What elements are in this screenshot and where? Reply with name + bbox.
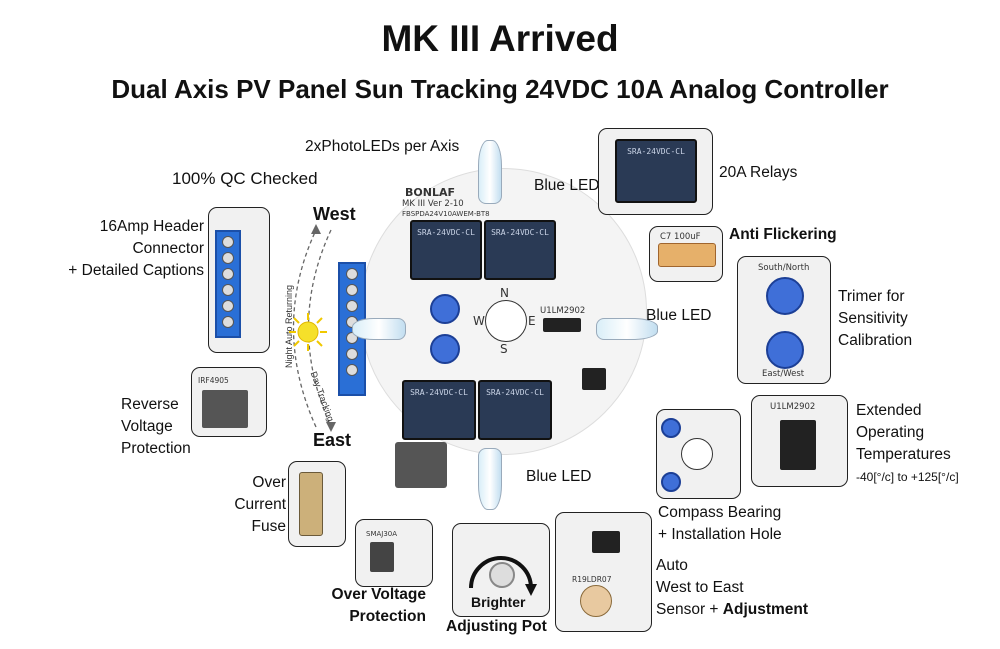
- board-brand: BONLAF: [405, 186, 455, 199]
- over-current-label: Over Current Fuse: [234, 474, 286, 535]
- compass-s: S: [500, 342, 508, 356]
- ic-inset: U1LM2902: [751, 395, 848, 487]
- ldr-inset: R19LDR07: [555, 512, 652, 632]
- over-voltage-label: Over Voltage Protection: [331, 586, 426, 625]
- board-code: FBSPDA24V10AWEM-BT8: [402, 210, 490, 218]
- compass-hole-icon: [681, 438, 713, 470]
- adjusting-pot-inset: Brighter: [452, 523, 550, 617]
- adjust-pot-icon: [489, 562, 515, 588]
- trimmer-pot-icon-2: [766, 331, 804, 369]
- trimmer-pot-1: [430, 294, 460, 324]
- west-label: West: [313, 204, 356, 224]
- anti-flicker-label: Anti Flickering: [729, 226, 837, 243]
- page-title: MK III Arrived: [381, 18, 619, 59]
- relays-label: 20A Relays: [719, 164, 798, 181]
- compass-e: E: [528, 314, 536, 328]
- header-connector-inset: [208, 207, 270, 353]
- mosfet-bottom: [395, 442, 447, 488]
- capacitor-icon: [658, 243, 716, 267]
- blue-led-top-label: Blue LED: [534, 177, 600, 194]
- fuse-icon: [299, 472, 323, 536]
- ic-chip-2: [582, 368, 606, 390]
- relay-icon: SRA-24VDC-CL: [615, 139, 697, 203]
- header-connector-label: 16Amp Header Connector + Detailed Captio…: [68, 218, 204, 279]
- compass-inset: [656, 409, 741, 499]
- board-version: MK III Ver 2-10: [402, 199, 464, 209]
- relay-k3: SRA-24VDC-CL: [402, 380, 476, 440]
- relay-k4: SRA-24VDC-CL: [478, 380, 552, 440]
- rotate-arrow-icon: [469, 556, 537, 596]
- compass-n: N: [500, 286, 509, 300]
- qc-label: 100% QC Checked: [172, 169, 318, 188]
- ic-label: U1LM2902: [540, 306, 586, 316]
- tvs-inset: SMAJ30A: [355, 519, 433, 587]
- photo-led-bottom: [478, 448, 502, 510]
- reverse-protection-label: Reverse Voltage Protection: [121, 396, 191, 457]
- sun-icon: [289, 313, 327, 351]
- reverse-protection-inset: IRF4905: [191, 367, 267, 437]
- blue-led-right-label: Blue LED: [646, 307, 712, 324]
- ldr-sensor-icon: [580, 585, 612, 617]
- photoleds-label: 2xPhotoLEDs per Axis: [305, 138, 460, 155]
- photo-led-right: [596, 318, 658, 340]
- adjusting-pot-label: Adjusting Pot: [446, 618, 547, 635]
- mosfet-icon: [202, 390, 248, 428]
- auto-sensor-label: Auto West to East Sensor + Adjustment: [656, 557, 809, 618]
- east-label: East: [313, 430, 352, 450]
- relay-k2: SRA-24VDC-CL: [484, 220, 556, 280]
- blue-led-bottom-label: Blue LED: [526, 468, 592, 485]
- compass-w: W: [473, 314, 485, 328]
- terminal-block-icon: [215, 230, 241, 338]
- capacitor-inset: C7 100uF: [649, 226, 723, 282]
- relay-k1: SRA-24VDC-CL: [410, 220, 482, 280]
- fuse-inset: [288, 461, 346, 547]
- compass-label: Compass Bearing + Installation Hole: [658, 504, 782, 543]
- page-subtitle: Dual Axis PV Panel Sun Tracking 24VDC 10…: [111, 74, 889, 104]
- trimmer-pot-icon: [766, 277, 804, 315]
- trimmer-inset: South/North East/West: [737, 256, 831, 384]
- ic-chip: [543, 318, 581, 332]
- brighter-label: Brighter: [471, 594, 526, 610]
- tvs-diode-icon: [370, 542, 394, 572]
- photo-led-left: [352, 318, 406, 340]
- relays-inset: SRA-24VDC-CL: [598, 128, 713, 215]
- photo-led-top: [478, 140, 502, 204]
- extended-temp-label: Extended Operating Temperatures -40[°/c]…: [856, 402, 959, 484]
- trimmer-label: Trimer for Sensitivity Calibration: [838, 288, 913, 349]
- ic-icon: [780, 420, 816, 470]
- installation-hole: [485, 300, 527, 342]
- trimmer-pot-2: [430, 334, 460, 364]
